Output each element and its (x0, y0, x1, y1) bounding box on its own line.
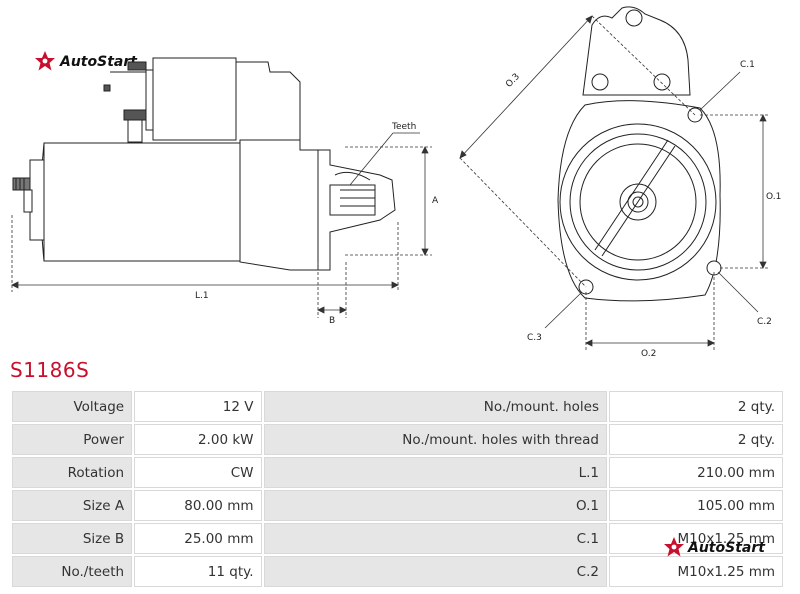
dim-c1-label: C.1 (740, 60, 755, 70)
table-row: Rotation CW L.1 210.00 mm (12, 457, 783, 488)
spec-label: Size B (12, 523, 133, 554)
spec-label: O.1 (263, 490, 607, 521)
dim-o3-label: O.3 (504, 72, 522, 90)
spec-value: 2.00 kW (134, 424, 262, 455)
dim-c2-label: C.2 (757, 317, 772, 327)
table-row: Voltage 12 V No./mount. holes 2 qty. (12, 391, 783, 422)
table-row: Power 2.00 kW No./mount. holes with thre… (12, 424, 783, 455)
spec-label: C.2 (263, 556, 607, 587)
teeth-label: Teeth (391, 122, 416, 132)
dim-c3-label: C.3 (527, 333, 542, 343)
dim-a-label: A (432, 196, 439, 206)
spec-value: 80.00 mm (134, 490, 262, 521)
spec-label: No./mount. holes with thread (263, 424, 607, 455)
technical-drawing: AutoStart (11, 6, 781, 359)
spec-label: L.1 (263, 457, 607, 488)
spec-label: Size A (12, 490, 133, 521)
star-icon (664, 537, 684, 557)
dim-o2-label: O.2 (641, 349, 656, 359)
spec-table: Voltage 12 V No./mount. holes 2 qty. Pow… (10, 389, 785, 589)
spec-value: 11 qty. (134, 556, 262, 587)
spec-value: M10x1.25 mm (608, 556, 783, 587)
starter-side-view (12, 57, 396, 271)
spec-value: CW (134, 457, 262, 488)
spec-label: C.1 (263, 523, 607, 554)
table-row: Size A 80.00 mm O.1 105.00 mm (12, 490, 783, 521)
brand-logo-text: AutoStart (687, 540, 766, 556)
spec-value: 210.00 mm (608, 457, 783, 488)
spec-label: No./mount. holes (263, 391, 607, 422)
dim-b-label: B (329, 316, 335, 326)
part-number: S1186S (10, 358, 90, 382)
spec-value: M10x1.25 mm (608, 523, 783, 554)
spec-label: No./teeth (12, 556, 133, 587)
front-view-dimensions (459, 15, 770, 350)
brand-logo: AutoStart (35, 51, 138, 71)
spec-value: 25.00 mm (134, 523, 262, 554)
brand-logo-watermark: AutoStart (664, 537, 766, 557)
brand-logo-text: AutoStart (59, 54, 138, 70)
spec-label: Voltage (12, 391, 133, 422)
spec-label: Rotation (12, 457, 133, 488)
spec-value: 105.00 mm (608, 490, 783, 521)
spec-value: 2 qty. (608, 424, 783, 455)
dim-l1-label: L.1 (195, 291, 209, 301)
star-icon (35, 51, 55, 71)
spec-value: 12 V (134, 391, 262, 422)
dim-o1-label: O.1 (766, 192, 781, 202)
spec-label: Power (12, 424, 133, 455)
side-view-dimensions (11, 132, 432, 318)
table-row: No./teeth 11 qty. C.2 M10x1.25 mm (12, 556, 783, 587)
spec-value: 2 qty. (608, 391, 783, 422)
starter-front-view (557, 6, 722, 302)
table-row: Size B 25.00 mm C.1 M10x1.25 mm (12, 523, 783, 554)
